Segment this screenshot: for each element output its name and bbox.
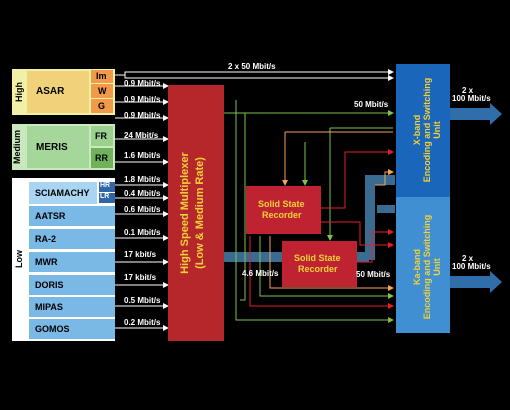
solid-state-recorder-2: [282, 241, 357, 287]
asar-label: ASAR: [36, 86, 65, 97]
meris-label: MERIS: [36, 142, 68, 153]
instrument-gomos: [29, 319, 115, 339]
rate-asar-g: 0.9 Mbit/s: [124, 111, 161, 120]
asar-mode-g-label: G: [98, 101, 106, 111]
ssr2-label-line2: Recorder: [298, 264, 338, 274]
sciamachy-mode-hr-label: HR: [100, 182, 111, 189]
ssr1-label-line1: Solid State: [258, 199, 305, 209]
link-mux-to-ssr2: 4.6 Mbit/s: [242, 269, 279, 278]
xband-output-arrow: [449, 103, 502, 125]
kaband-encoding-unit: [396, 197, 450, 333]
sciamachy-box: [29, 182, 97, 204]
instrument-ra2: [29, 229, 115, 249]
rate-mipas: 0.5 Mbit/s: [124, 296, 161, 305]
orange-wires: [269, 131, 394, 291]
instrument-mipas: [29, 297, 115, 317]
instrument-mwr-label: MWR: [35, 257, 58, 267]
rate-aatsr: 0.6 Mbit/s: [124, 205, 161, 214]
kaband-output-label-2: 100 Mbit/s: [452, 262, 491, 271]
output-arrows: [449, 103, 502, 293]
multiplexer-label-line1: High Speed Multiplexer: [179, 152, 191, 274]
meris-mode-rr-label: RR: [95, 153, 108, 163]
xband-label-line3: Unit: [432, 121, 442, 139]
sciamachy-label: SCIAMACHY: [35, 188, 90, 198]
solid-state-recorder-1: [246, 186, 321, 234]
link-ssr2-out: 50 Mbit/s: [356, 270, 391, 279]
link-to-xband: 50 Mbit/s: [354, 100, 389, 109]
meris-mode-rr: [91, 148, 113, 168]
asar-mode-w: [91, 84, 113, 98]
instrument-aatsr: [29, 206, 115, 226]
red-wires: [249, 149, 394, 309]
kaband-output-label-1: 2 x: [462, 254, 474, 263]
sciamachy-mode-lr: [99, 193, 115, 203]
asar-mode-w-label: W: [98, 86, 107, 96]
asar-mode-im-label: Im: [96, 71, 107, 81]
rate-asar-im: 0.9 Mbit/s: [124, 79, 161, 88]
xband-output-label-1: 2 x: [462, 86, 474, 95]
multiplexer-label-line2: (Low & Medium Rate): [194, 157, 206, 269]
rate-doris: 17 kbit/s: [124, 273, 157, 282]
high-group-label: High: [14, 82, 24, 102]
low-group-label: Low: [14, 250, 24, 268]
asar-mode-im: [91, 70, 113, 83]
rate-meris-rr: 1.6 Mbit/s: [124, 151, 161, 160]
meris-box: [27, 126, 89, 168]
medium-group-label: Medium: [12, 130, 22, 165]
ssr2-label-line1: Solid State: [294, 253, 341, 263]
green-wires: [224, 100, 394, 323]
instrument-doris: [29, 275, 115, 295]
sciamachy-mode-hr: [99, 182, 115, 192]
kaband-label-line3: Unit: [432, 258, 442, 276]
rate-mwr: 17 kbit/s: [124, 250, 157, 259]
high-speed-multiplexer: [168, 85, 224, 341]
kaband-output-arrow: [449, 271, 502, 293]
meris-mode-fr: [91, 126, 113, 146]
instrument-gomos-label: GOMOS: [35, 324, 70, 334]
instrument-doris-label: DORIS: [35, 280, 64, 290]
rate-sciamachy-lr: 0.4 Mbit/s: [124, 189, 161, 198]
asar-mode-g: [91, 99, 113, 113]
rate-ra2: 0.1 Mbit/s: [124, 228, 161, 237]
instrument-aatsr-label: AATSR: [35, 211, 66, 221]
xband-encoding-unit: [396, 64, 450, 197]
sciamachy-mode-lr-label: LR: [100, 193, 110, 200]
meris-mode-fr-label: FR: [95, 131, 107, 141]
input-arrows: [115, 83, 169, 331]
rate-sciamachy-hr: 1.8 Mbit/s: [124, 175, 161, 184]
blue-buses: [224, 175, 395, 262]
instrument-ra2-label: RA-2: [35, 234, 57, 244]
asar-box: [27, 71, 89, 113]
instrument-mwr: [29, 252, 115, 272]
instrument-mipas-label: MIPAS: [35, 302, 63, 312]
rate-gomos: 0.2 Mbit/s: [124, 318, 161, 327]
ssr1-label-line2: Recorder: [262, 210, 302, 220]
rate-meris-fr: 24 Mbit/s: [124, 131, 159, 140]
xband-output-label-2: 100 Mbit/s: [452, 94, 491, 103]
top-bus: [115, 69, 394, 81]
link-top-bus: 2 x 50 Mbit/s: [228, 62, 276, 71]
rate-asar-w: 0.9 Mbit/s: [124, 95, 161, 104]
